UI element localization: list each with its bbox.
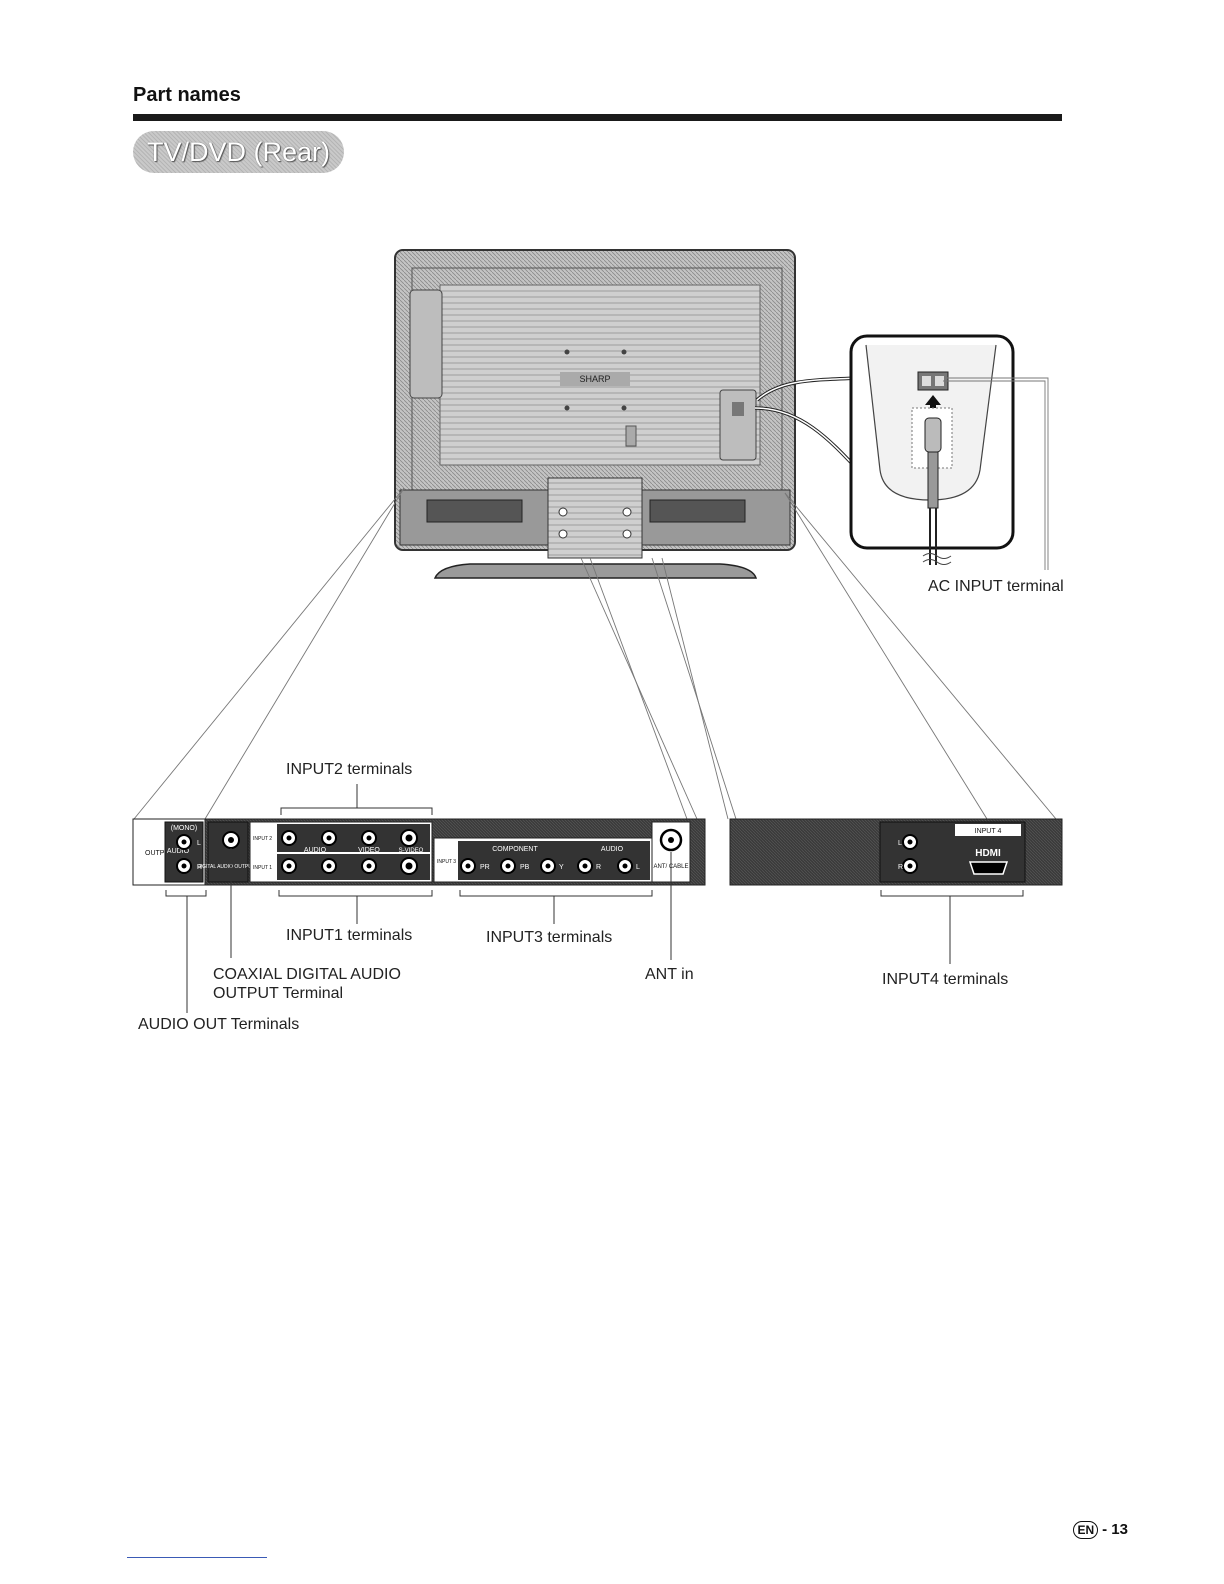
s-video-label: S-VIDEO [399, 848, 424, 854]
pr-label: PR [480, 864, 490, 871]
audio-label-3: AUDIO [601, 846, 624, 853]
input3-panel-label: INPUT 3 [437, 859, 456, 865]
input4-terminals-label: INPUT4 terminals [882, 971, 1009, 988]
ac-input-inset [754, 334, 1015, 565]
audio-label-1: AUDIO [167, 848, 190, 855]
l-label-4: L [898, 840, 902, 847]
mono-label-1: (MONO) [171, 825, 197, 832]
terminal-panel-left: OUTPUT (MONO) AUDIO L R DIGITAL AUDIO OU… [132, 818, 706, 886]
ac-input-terminal-label: AC INPUT terminal [928, 578, 1064, 595]
language-badge: EN [1073, 1521, 1099, 1539]
header-rule [133, 114, 1062, 121]
output-label: OUTPUT [145, 850, 175, 857]
hdmi-logo: HDMI [975, 848, 1001, 859]
coaxial-output-terminal-label: OUTPUT Terminal [213, 985, 344, 1002]
tv-brand-logo: SHARP [579, 374, 610, 384]
section-pill-title: TV/DVD (Rear) [133, 131, 345, 173]
audio-out-terminals-label: AUDIO OUT Terminals [138, 1016, 300, 1033]
l-label-3: L [636, 864, 640, 871]
pb-label: PB [520, 864, 530, 871]
footer-line [127, 1557, 267, 1558]
input2-panel-label: INPUT 2 [253, 836, 272, 842]
r-label-4: R [898, 864, 903, 871]
coaxial-digital-audio-label: COAXIAL DIGITAL AUDIO [213, 966, 401, 983]
terminal-panel-right: INPUT 4 L R HDMI [729, 818, 1063, 886]
input1-terminals-label: INPUT1 terminals [286, 927, 413, 944]
y-label: Y [559, 864, 564, 871]
section-title: Part names [133, 84, 241, 106]
r-label-1: R [197, 864, 202, 871]
leader-lines [133, 377, 1057, 820]
r-label-3: R [596, 864, 601, 871]
component-label: COMPONENT [492, 846, 538, 853]
l-label-1: L [197, 840, 201, 847]
audio-label-2: AUDIO [304, 847, 327, 854]
page-number-text: - 13 [1102, 1521, 1128, 1538]
input2-terminals-label: INPUT2 terminals [286, 761, 413, 778]
callout-lines [165, 784, 1024, 1013]
digital-audio-output-label: DIGITAL AUDIO OUTPUT [197, 864, 255, 870]
input1-panel-label: INPUT 1 [253, 865, 272, 871]
page-number: EN- 13 [1073, 1521, 1128, 1539]
tv-rear-illustration: SHARP [394, 249, 796, 579]
input3-terminals-label: INPUT3 terminals [486, 929, 613, 946]
input4-panel-label: INPUT 4 [975, 828, 1002, 835]
video-label: VIDEO [358, 847, 380, 854]
ant-in-label: ANT in [645, 966, 694, 983]
